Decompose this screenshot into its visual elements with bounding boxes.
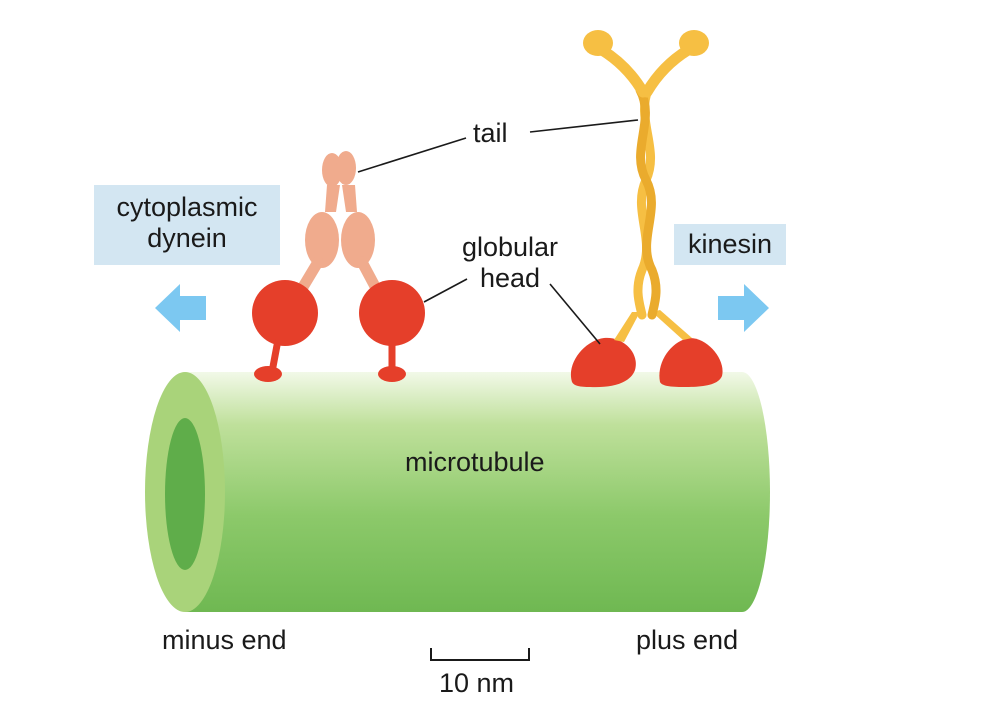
head-leader-dynein (423, 278, 468, 303)
microtubule-label: microtubule (405, 447, 545, 477)
plus-end-label: plus end (636, 625, 739, 655)
microtubule-body (185, 372, 770, 612)
plus-direction-arrow (718, 284, 769, 332)
dynein-tail-right-stalk (342, 185, 357, 212)
globular-head-label-line2: head (479, 263, 541, 293)
globular-head-label: globular head (440, 232, 580, 294)
tail-leader-kinesin (529, 119, 639, 133)
kinesin-head-left (570, 337, 636, 388)
kinesin (570, 30, 723, 388)
dynein-tail-left-bulb (305, 212, 339, 268)
minus-direction-arrow (155, 284, 206, 332)
kinesin-tail-left-tip (583, 30, 613, 56)
dynein-tail-left-stalk (325, 185, 340, 212)
cytoplasmic-dynein-label-line1: cytoplasmic (116, 192, 258, 222)
kinesin-stalk-strand-b (635, 85, 661, 320)
dynein-foot-right (378, 366, 406, 382)
dynein-foot-left (254, 366, 282, 382)
tail-label: tail (473, 118, 508, 148)
microtubule (145, 372, 770, 612)
scale-bar-label: 10 nm (439, 668, 515, 698)
scale-bar (430, 648, 530, 661)
dynein-tail-tip-right (336, 151, 356, 185)
minus-end-label: minus end (162, 625, 287, 655)
dynein-tail-right-bulb (341, 212, 375, 268)
kinesin-tail-right-tip (679, 30, 709, 56)
cytoplasmic-dynein-label: cytoplasmic dynein (94, 185, 280, 265)
kinesin-label: kinesin (674, 224, 786, 265)
kinesin-neck-left (614, 312, 640, 342)
kinesin-tail-left-branch (596, 44, 649, 98)
head-leader-kinesin (549, 283, 601, 345)
cytoplasmic-dynein-label-line2: dynein (147, 223, 227, 253)
globular-head-label-line1: globular (461, 232, 559, 262)
kinesin-head-right (659, 338, 723, 387)
kinesin-tail-right-branch (641, 44, 694, 98)
cytoplasmic-dynein (252, 151, 425, 382)
microtubule-lumen (165, 418, 205, 570)
dynein-globular-head-left (252, 280, 318, 346)
kinesin-neck-right (652, 310, 692, 340)
tail-leader-dynein (357, 137, 467, 173)
dynein-globular-head-right (359, 280, 425, 346)
